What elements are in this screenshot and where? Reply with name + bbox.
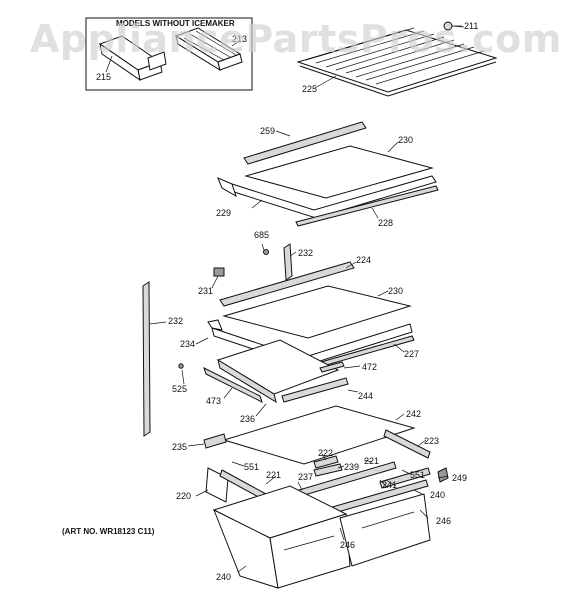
part-trim-224[interactable] <box>219 261 355 307</box>
part-rail-241[interactable] <box>379 467 431 489</box>
callout-228: 228 <box>378 218 393 228</box>
part-glass-shelf-230-top[interactable] <box>244 145 434 199</box>
art-number: (ART NO. WR18123 C11) <box>62 527 155 536</box>
part-rail-244[interactable] <box>281 377 349 403</box>
part-glass-shelf-230-middle[interactable] <box>222 285 412 339</box>
callout-473: 473 <box>206 396 221 406</box>
callout-224: 224 <box>356 255 371 265</box>
callout-232-left: 232 <box>168 316 183 326</box>
callout-249: 249 <box>452 473 467 483</box>
part-screw-525[interactable] <box>178 363 184 369</box>
callout-246-center: 246 <box>340 540 355 550</box>
callout-215: 215 <box>96 72 111 82</box>
callout-551-left: 551 <box>244 462 259 472</box>
inset-models-without-icemaker: MODELS WITHOUT ICEMAKER <box>85 17 253 91</box>
part-clip-231[interactable] <box>213 267 225 277</box>
callout-225: 225 <box>302 84 317 94</box>
part-cover-frame-236[interactable] <box>216 339 340 404</box>
part-trim-259[interactable] <box>243 121 367 165</box>
callout-244: 244 <box>358 391 373 401</box>
callout-223: 223 <box>424 436 439 446</box>
callout-246-right: 246 <box>436 516 451 526</box>
callout-220: 220 <box>176 491 191 501</box>
part-drawer-240-left[interactable] <box>212 485 351 589</box>
part-support-232-left[interactable] <box>142 281 151 437</box>
part-bracket-249[interactable] <box>437 467 449 483</box>
callout-685: 685 <box>254 230 269 240</box>
part-slide-472[interactable] <box>319 361 345 373</box>
part-slide-239[interactable] <box>313 463 343 477</box>
callout-230-middle: 230 <box>388 286 403 296</box>
callout-241: 241 <box>382 480 397 490</box>
callout-239: 239 <box>344 462 359 472</box>
part-ice-bucket-215[interactable] <box>98 35 167 82</box>
part-shelf-frame-229[interactable] <box>217 175 437 219</box>
part-support-232-center[interactable] <box>283 243 293 281</box>
part-rail-473[interactable] <box>203 367 263 403</box>
part-slide-222[interactable] <box>313 455 339 469</box>
part-trim-228[interactable] <box>295 185 439 227</box>
callout-259: 259 <box>260 126 275 136</box>
callout-230-top: 230 <box>398 135 413 145</box>
part-screw-685[interactable] <box>263 249 269 255</box>
part-clip-235[interactable] <box>203 433 227 449</box>
part-rail-223[interactable] <box>383 429 431 459</box>
callout-221-left: 221 <box>266 470 281 480</box>
callout-231: 231 <box>198 286 213 296</box>
callout-236: 236 <box>240 414 255 424</box>
callout-234: 234 <box>180 339 195 349</box>
callout-227: 227 <box>404 349 419 359</box>
callout-labels: 211 215 213 225 259 230 229 228 685 232 … <box>96 21 478 582</box>
callout-525: 525 <box>172 384 187 394</box>
watermark: AppliancePartsPros.com <box>30 17 562 61</box>
callout-237: 237 <box>298 472 313 482</box>
part-glass-cover-242[interactable] <box>222 405 416 465</box>
inset-title: MODELS WITHOUT ICEMAKER <box>116 19 235 28</box>
leader-lines <box>149 25 462 573</box>
callout-235: 235 <box>172 442 187 452</box>
callout-242: 242 <box>406 409 421 419</box>
part-wire-shelf-225[interactable] <box>296 27 498 97</box>
part-drawer-240-right[interactable] <box>339 493 431 567</box>
callout-211: 211 <box>464 21 478 31</box>
part-ice-tray-213[interactable] <box>174 27 243 72</box>
callout-229: 229 <box>216 208 231 218</box>
callout-472: 472 <box>362 362 377 372</box>
callout-232-center: 232 <box>298 248 313 258</box>
callout-221-right: 221 <box>364 456 379 466</box>
callout-222: 222 <box>318 448 333 458</box>
callout-213: 213 <box>232 34 247 44</box>
callout-240-bottom: 240 <box>216 572 231 582</box>
callout-240-right: 240 <box>430 490 445 500</box>
callout-551-right: 551 <box>410 470 425 480</box>
